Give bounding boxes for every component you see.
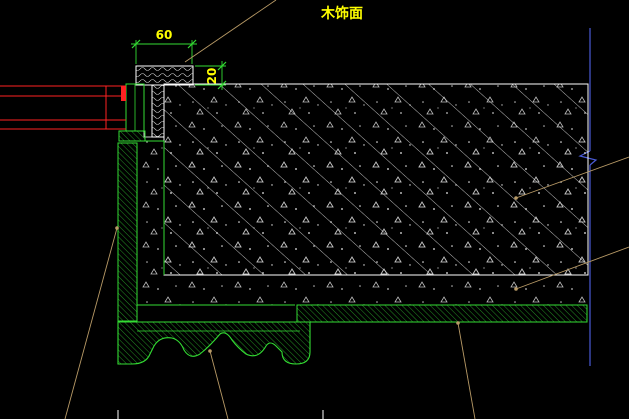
dimension-height-label: 20 (205, 68, 219, 85)
wood-veneer-cap (118, 65, 194, 142)
window-frame (0, 83, 145, 132)
dimension-width (131, 39, 197, 64)
dimension-width-label: 60 (156, 28, 173, 42)
skirting-moulding (117, 321, 311, 365)
bottom-ticks (117, 410, 324, 419)
leader-arrows (115, 196, 518, 353)
wood-veneer-label: 木饰面 (320, 5, 363, 22)
concrete-slab (163, 83, 589, 276)
left-wall-panel (117, 142, 138, 322)
base-outline (137, 140, 165, 275)
leader-lines (64, 0, 629, 419)
dimension-height (195, 61, 227, 90)
floor-strip (296, 304, 588, 323)
